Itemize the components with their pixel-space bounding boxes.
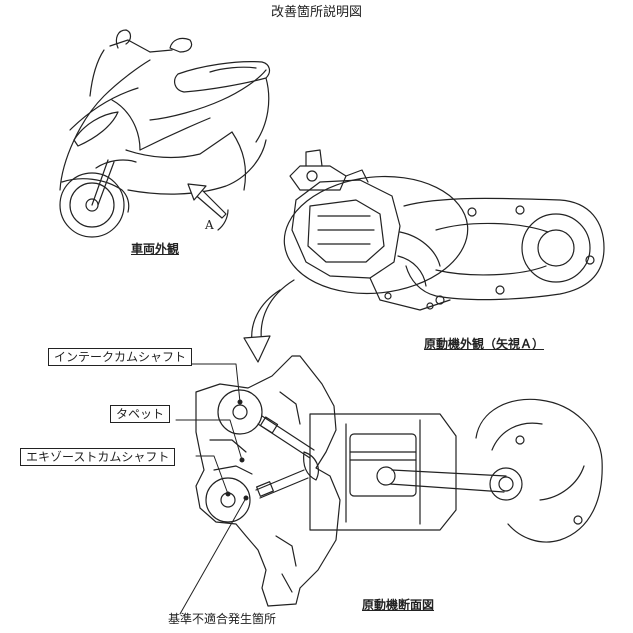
defect-location-label: 基準不適合発生箇所	[168, 612, 277, 626]
vehicle-exterior-label: 車両外観	[131, 242, 180, 256]
callout-intake-camshaft: インテークカムシャフト	[48, 348, 193, 366]
engine-section-label: 原動機断面図	[362, 598, 435, 612]
curved-arrow	[243, 279, 295, 363]
callout-tappet: タペット	[110, 405, 171, 423]
view-arrow-letter: A	[205, 218, 214, 232]
view-arrow-a	[187, 183, 227, 219]
leader-lines	[109, 363, 249, 615]
callout-exhaust-camshaft: エキゾーストカムシャフト	[20, 448, 176, 466]
page-title: 改善箇所説明図	[270, 5, 362, 20]
engine-exterior-drawing	[283, 149, 605, 311]
scooter-drawing	[59, 29, 271, 238]
engine-section-drawing	[195, 355, 603, 607]
engine-exterior-label: 原動機外観（矢視Ａ）	[424, 337, 545, 351]
